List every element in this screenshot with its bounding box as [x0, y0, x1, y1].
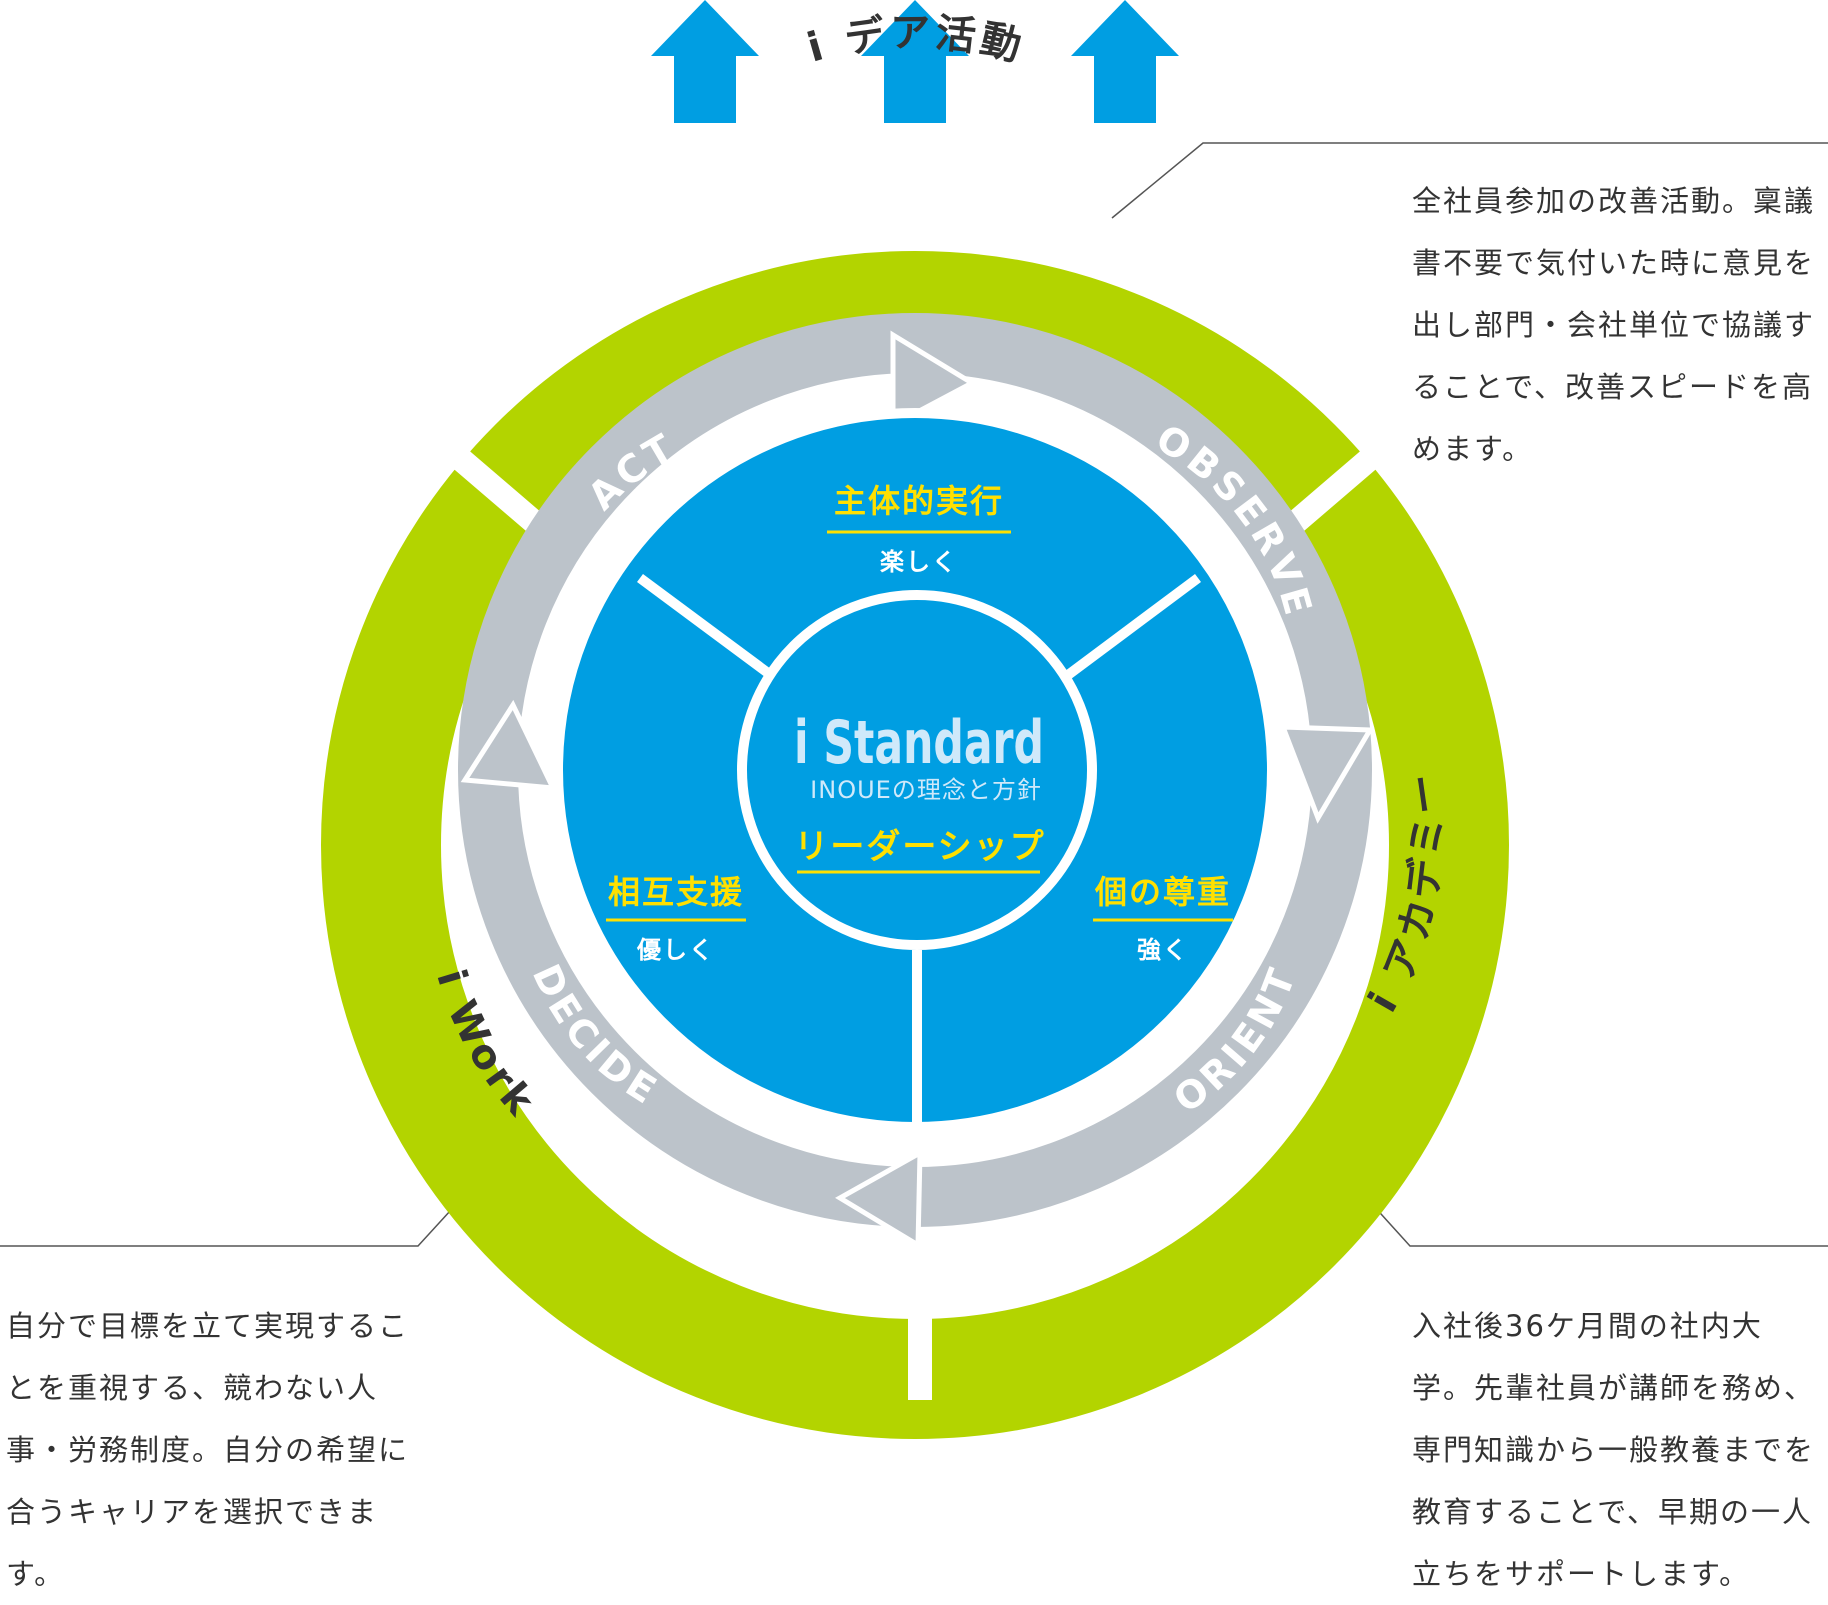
description-iacademy: 入社後36ケ月間の社内大学。先輩社員が講師を務め、専門知識から一般教養までを教育…: [1412, 1309, 1816, 1591]
leader-line-right: [1361, 1192, 1828, 1247]
sector-right-sub: 強く: [1137, 936, 1189, 964]
cycle-arrowhead-top: [890, 330, 978, 430]
center-subtitle: INOUEの理念と方針: [810, 776, 1042, 804]
up-arrow-2-icon: [861, 0, 969, 123]
center-leadership: リーダーシップ: [794, 827, 1045, 867]
cycle-arrowhead-right: [1279, 724, 1375, 824]
leader-line-top: [1111, 142, 1828, 219]
sector-top-sub: 楽しく: [880, 548, 958, 576]
cycle-arrowhead-left: [460, 699, 558, 791]
diagram-canvas: i Standard INOUEの理念と方針 リーダーシップ 主体的実行 楽しく…: [0, 0, 1828, 1439]
center-circle: [737, 590, 1097, 950]
sector-right-title: 個の尊重: [1094, 873, 1231, 911]
leader-line-left: [0, 1186, 473, 1247]
up-arrow-1-icon: [651, 0, 759, 123]
description-iwork: 自分で目標を立て実現することを重視する、競わない人事・労務制度。自分の希望に合う…: [6, 1309, 410, 1591]
up-arrow-3-icon: [1071, 0, 1179, 123]
description-idea-activity: 全社員参加の改善活動。稟議書不要で気付いた時に意見を出し部門・会社単位で協議する…: [1412, 184, 1816, 466]
sector-divider-right: [1065, 573, 1201, 680]
center-title: i Standard: [794, 708, 1044, 778]
sector-divider-left: [637, 573, 771, 678]
sector-left-title: 相互支援: [608, 873, 744, 911]
sector-top-title: 主体的実行: [834, 482, 1004, 520]
sector-left-sub: 優しく: [636, 936, 715, 964]
cycle-arrowhead-bottom: [835, 1148, 923, 1250]
